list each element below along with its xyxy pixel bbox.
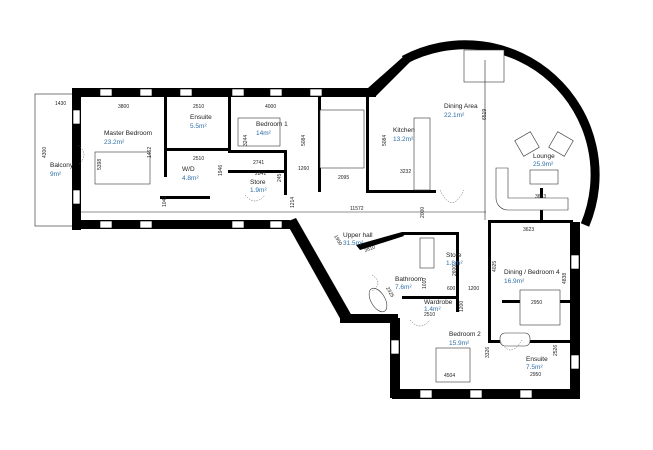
room-area: 25.9m² <box>533 161 554 168</box>
room-area: 23.2m² <box>104 139 125 146</box>
master-bed <box>94 151 151 185</box>
room-name: Ensuite <box>526 356 548 363</box>
dimension-labels: 1430 3800 2510 4000 4300 5398 1462 2510 … <box>42 101 568 379</box>
room-area: 1.9m² <box>250 187 267 194</box>
dimension: 4025 <box>492 261 498 272</box>
dimension: 3623 <box>523 227 534 233</box>
dimension: 2950 <box>531 300 542 306</box>
bed-2 <box>435 347 471 383</box>
staircase <box>319 109 365 169</box>
room-name: W/D <box>182 166 195 173</box>
room-area: 4.8m² <box>182 175 199 182</box>
dimension: 5084 <box>382 135 388 146</box>
bath-tub <box>499 332 531 347</box>
dimension: 2510 <box>193 156 204 162</box>
bed-1 <box>237 117 281 147</box>
dimension: 2000 <box>420 207 426 218</box>
dimension: 2741 <box>253 160 264 166</box>
room-name: Wardrobe <box>424 299 453 306</box>
dimension: 245 <box>277 173 283 182</box>
dimension: 3810 <box>364 244 377 254</box>
dimension: 1946 <box>218 165 224 176</box>
kitchen-island <box>413 117 431 191</box>
room-name: Master Bedroom <box>104 130 152 137</box>
dimension: 3623 <box>535 194 546 200</box>
dimension: 4504 <box>444 373 455 379</box>
room-area: 14m² <box>256 130 272 137</box>
room-name: Upper hall <box>343 232 373 239</box>
dimension: 1010 <box>422 278 428 289</box>
room-name: Kitchen <box>393 127 415 134</box>
dimension: 4000 <box>265 104 276 110</box>
dining-table <box>463 49 505 83</box>
dimension: 2950 <box>530 372 541 378</box>
room-name: Bathroom <box>395 276 423 283</box>
dimension: 5398 <box>97 159 103 170</box>
doors <box>77 144 523 351</box>
room-area: 5.5m² <box>190 123 207 130</box>
room-area: 31.5m² <box>343 240 364 247</box>
room-area: 16.9m² <box>504 278 525 285</box>
dimension: 4838 <box>562 273 568 284</box>
shower <box>419 237 435 269</box>
room-name: Dining / Bedroom 4 <box>504 269 560 276</box>
armchair <box>514 131 540 157</box>
dimension: 1950 <box>332 234 343 247</box>
dimension: 3800 <box>118 104 129 110</box>
dimension: 2510 <box>424 312 435 318</box>
dimension: 1200 <box>468 286 479 292</box>
room-name: Store <box>250 179 266 186</box>
balcony-outline <box>34 93 79 227</box>
room-area: 15.9m² <box>449 340 470 347</box>
bath-tub <box>368 287 388 313</box>
dimension: 3326 <box>485 347 491 358</box>
room-labels: Balcony 9m² Master Bedroom 23.2m² Ensuite 5… <box>50 103 560 371</box>
room-name: Lounge <box>533 153 555 160</box>
room-name: Store <box>446 252 462 259</box>
room-area: 7.6m² <box>395 284 412 291</box>
room-area: 7.5m² <box>526 364 543 371</box>
dimension: 2841 <box>255 171 266 177</box>
dimension: 1462 <box>147 147 153 158</box>
bed-4 <box>519 289 561 326</box>
dimension: 1214 <box>290 197 296 208</box>
coffee-table <box>529 169 559 185</box>
room-name: Balcony <box>50 162 74 169</box>
sofa <box>495 167 569 211</box>
room-area: 13.2m² <box>393 136 414 143</box>
dimension: 3232 <box>400 169 411 175</box>
dimension: 3244 <box>243 135 249 146</box>
exterior-walls <box>72 40 600 399</box>
dimension: 4300 <box>42 147 48 158</box>
dimension: 1200 <box>459 301 465 312</box>
room-area: 1.4m² <box>424 306 441 313</box>
dimension: 1260 <box>298 166 309 172</box>
dimension: 1042 <box>162 196 168 207</box>
room-name: Ensuite <box>190 114 212 121</box>
dimension: 11572 <box>350 206 364 212</box>
room-area: 22.1m² <box>444 112 465 119</box>
dimension: 6519 <box>482 109 488 120</box>
furniture <box>94 49 574 383</box>
dimension: 2600 <box>452 265 458 276</box>
dimension: 2095 <box>338 175 349 181</box>
room-area: 9m² <box>50 171 62 178</box>
room-area: 1.8m² <box>446 260 463 267</box>
room-name: Dining Area <box>444 103 478 110</box>
armchair <box>548 131 574 157</box>
dimension: 1430 <box>55 101 66 107</box>
dimension: 2325 <box>384 286 395 299</box>
dimension: 600 <box>447 286 456 292</box>
dimension: 2526 <box>553 345 559 356</box>
dimension: 5084 <box>301 135 307 146</box>
room-name: Bedroom 2 <box>449 331 481 338</box>
dimension: 2510 <box>193 104 204 110</box>
room-name: Bedroom 1 <box>256 121 288 128</box>
